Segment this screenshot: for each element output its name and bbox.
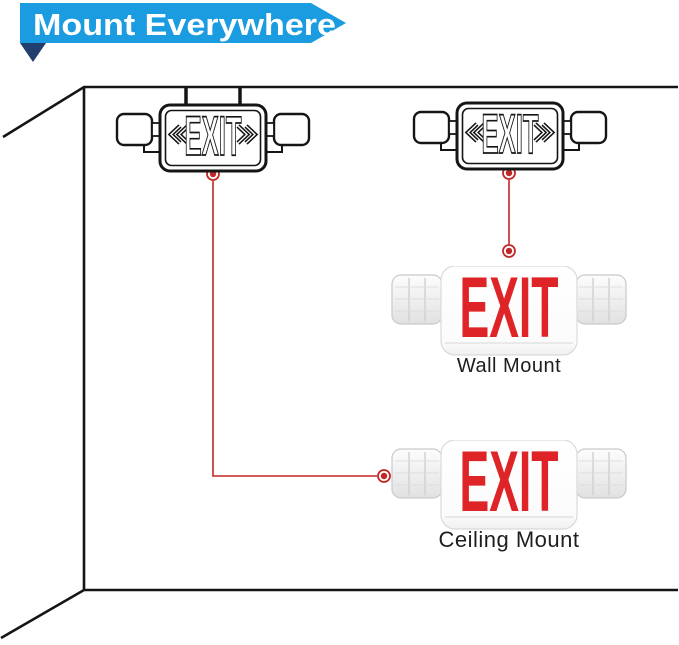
lens-facet-rows — [579, 460, 623, 486]
ceiling-connector-line — [212, 181, 377, 477]
right-lamp-outline — [569, 110, 608, 145]
ceiling-mount-product: EXIT — [391, 440, 627, 530]
chevron-left-highlight — [169, 125, 189, 144]
right-chevrons — [236, 124, 259, 145]
wall-mount-label: Wall Mount — [456, 355, 562, 377]
left-chevrons — [167, 124, 190, 145]
banner-fold — [20, 43, 46, 62]
sign-face-outline — [461, 107, 559, 165]
wall-mount-product: EXIT — [391, 266, 627, 356]
room-lines — [0, 85, 678, 640]
right-lamp-head — [575, 274, 627, 325]
right-bracket — [265, 145, 283, 153]
sign-housing — [440, 440, 578, 530]
dot-core — [505, 169, 513, 177]
exit-legend: EXIT — [460, 440, 559, 530]
ceiling-mount-label: Ceiling Mount — [438, 527, 580, 552]
connector-dot — [502, 244, 516, 258]
right-lamp-head — [575, 448, 627, 499]
left-chevrons — [464, 122, 487, 143]
ceiling-outline-exit-sign: EXIT — [115, 87, 311, 173]
left-bracket — [143, 145, 161, 153]
left-lamp-head — [391, 274, 443, 325]
lens-facet-rows — [395, 460, 439, 486]
sign-face-outline — [164, 109, 262, 167]
sign-housing — [440, 266, 578, 356]
right-lamp-outline — [272, 112, 311, 147]
banner-title: Mount Everywhere — [33, 7, 336, 42]
connector-dot — [377, 469, 391, 483]
wall-outline-exit-sign: EXIT — [412, 101, 608, 171]
chevron-left-highlight — [466, 123, 486, 142]
lens-facet-rows — [579, 286, 623, 312]
right-chevrons — [533, 122, 556, 143]
outline-exit-text: EXIT — [185, 104, 242, 167]
chevron-right-highlight — [237, 125, 257, 144]
left-lamp-outline — [115, 112, 154, 147]
left-bracket — [440, 143, 458, 151]
lens-facet-rows — [395, 286, 439, 312]
sign-body-outline — [455, 101, 565, 171]
banner: Mount Everywhere — [20, 3, 346, 62]
hanging-posts — [184, 87, 242, 106]
right-bracket — [562, 143, 580, 151]
dot-core — [380, 472, 388, 480]
outline-exit-text: EXIT — [482, 102, 539, 165]
left-lamp-outline — [412, 110, 451, 145]
sign-body-outline — [158, 103, 268, 173]
dot-core — [505, 247, 513, 255]
left-lamp-head — [391, 448, 443, 499]
chevron-right-highlight — [534, 123, 554, 142]
banner-ribbon — [20, 3, 346, 43]
exit-legend: EXIT — [460, 266, 559, 356]
